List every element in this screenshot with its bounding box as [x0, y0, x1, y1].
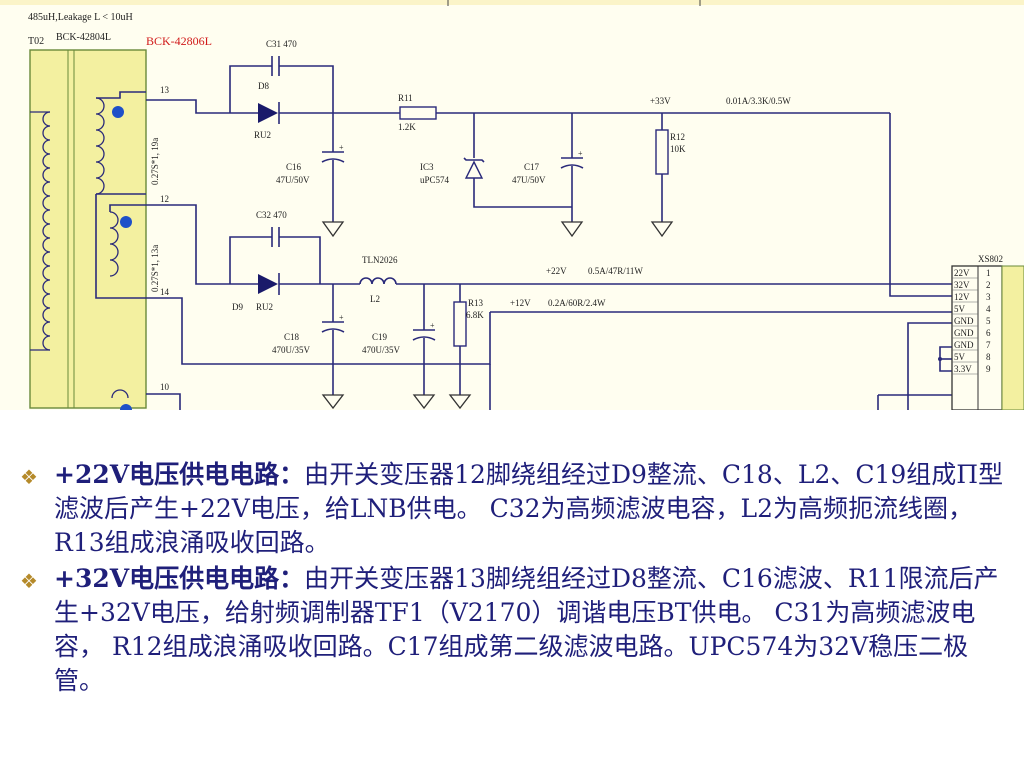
d9-label: D9	[232, 302, 243, 312]
d9-part: RU2	[256, 302, 273, 312]
bullet-32v-title: +32V电压供电电路：	[54, 564, 305, 593]
r13-value: 6.8K	[466, 310, 484, 320]
bullet-32v-text: +32V电压供电电路：由开关变压器13脚绕组经过D8整流、C16滤波、R11限流…	[54, 562, 1008, 698]
bullet-22v-body: 由开关变压器12脚绕组经过D9整流、C18、L2、C19组成Π型滤波后产生+22…	[54, 460, 1004, 557]
description-list: ❖ +22V电压供电电路：由开关变压器12脚绕组经过D9整流、C18、L2、C1…	[18, 458, 1008, 700]
connector-pin-label: 22V	[954, 268, 970, 278]
header-note: 485uH,Leakage L < 10uH	[28, 12, 133, 23]
svg-text:+: +	[430, 321, 435, 330]
d9-diode	[258, 274, 278, 294]
c16-label: C16	[286, 162, 302, 172]
rail-22v-spec: 0.5A/47R/11W	[588, 266, 643, 276]
rail-12v-spec: 0.2A/60R/2.4W	[548, 298, 606, 308]
r12-value: 10K	[670, 144, 686, 154]
d8-diode	[258, 103, 278, 123]
connector-pin-label: GND	[954, 316, 974, 326]
rail-22v-label: +22V	[546, 266, 567, 276]
transformer-part: BCK-42804L	[56, 32, 111, 43]
connector-pin-number: 7	[986, 340, 991, 350]
l2-label: L2	[370, 294, 380, 304]
bullet-32v-body: 由开关变压器13脚绕组经过D8整流、C16滤波、R11限流后产生+32V电压，给…	[54, 564, 999, 695]
c31-label: C31 470	[266, 39, 297, 49]
transformer-core	[29, 49, 147, 409]
pin-14: 14	[160, 287, 170, 297]
pin-12: 12	[160, 194, 169, 204]
winding-label-1: 0.27S*1, 19a	[150, 138, 160, 185]
ic3-label: IC3	[420, 162, 434, 172]
pin-10: 10	[160, 382, 170, 392]
connector-pin-number: 1	[986, 268, 991, 278]
c19-value: 470U/35V	[362, 345, 401, 355]
circuit-schematic: 485uH,Leakage L < 10uH T02 BCK-42804L BC…	[0, 0, 1024, 410]
d8-label: D8	[258, 81, 269, 91]
c18-label: C18	[284, 332, 300, 342]
r12-label: R12	[670, 132, 685, 142]
bullet-32v: ❖ +32V电压供电电路：由开关变压器13脚绕组经过D8整流、C16滤波、R11…	[18, 562, 1008, 698]
svg-text:+: +	[578, 149, 583, 158]
l2-part: TLN2026	[362, 255, 398, 265]
c32-label: C32 470	[256, 210, 287, 220]
connector-pin-number: 2	[986, 280, 991, 290]
ic3-value: uPC574	[420, 175, 450, 185]
l2-inductor	[359, 277, 397, 285]
connector-pin-number: 9	[986, 364, 991, 374]
c18-value: 470U/35V	[272, 345, 311, 355]
connector-pin-label: 3.3V	[954, 364, 972, 374]
connector-pin-label: GND	[954, 340, 974, 350]
r11-value: 1.2K	[398, 122, 416, 132]
connector-pin-label: 12V	[954, 292, 970, 302]
transformer-part-alt: BCK-42806L	[146, 34, 212, 48]
connector-pin-number: 6	[986, 328, 991, 338]
diamond-bullet-icon: ❖	[20, 465, 38, 489]
rail-33v-spec: 0.01A/3.3K/0.5W	[726, 96, 791, 106]
c17-label: C17	[524, 162, 540, 172]
c16-value: 47U/50V	[276, 175, 310, 185]
c17-value: 47U/50V	[512, 175, 546, 185]
bullet-22v: ❖ +22V电压供电电路：由开关变压器12脚绕组经过D9整流、C18、L2、C1…	[18, 458, 1008, 560]
connector-pin-number: 5	[986, 316, 991, 326]
r13-label: R13	[468, 298, 484, 308]
winding-label-2: 0.27S*1, 13a	[150, 245, 160, 292]
connector-pin-label: 5V	[954, 352, 966, 362]
connector-ref: XS802	[978, 254, 1003, 264]
connector-pin-number: 4	[986, 304, 991, 314]
d8-part: RU2	[254, 130, 271, 140]
c19-label: C19	[372, 332, 388, 342]
bullet-22v-title: +22V电压供电电路：	[54, 460, 305, 489]
connector-pin-label: GND	[954, 328, 974, 338]
svg-text:+: +	[339, 313, 344, 322]
connector-pin-number: 3	[986, 292, 991, 302]
connector-pin-number: 8	[986, 352, 991, 362]
bullet-22v-text: +22V电压供电电路：由开关变压器12脚绕组经过D9整流、C18、L2、C19组…	[54, 458, 1008, 560]
transformer-ref: T02	[28, 36, 44, 47]
diamond-bullet-icon: ❖	[20, 569, 38, 593]
pin-13: 13	[160, 85, 170, 95]
connector-pin-label: 32V	[954, 280, 970, 290]
rail-12v-label: +12V	[510, 298, 531, 308]
svg-text:+: +	[339, 143, 344, 152]
polarity-dot-1	[112, 106, 124, 118]
polarity-dot-2	[120, 216, 132, 228]
rail-33v-label: +33V	[650, 96, 671, 106]
r11-label: R11	[398, 93, 413, 103]
connector-pin-label: 5V	[954, 304, 966, 314]
